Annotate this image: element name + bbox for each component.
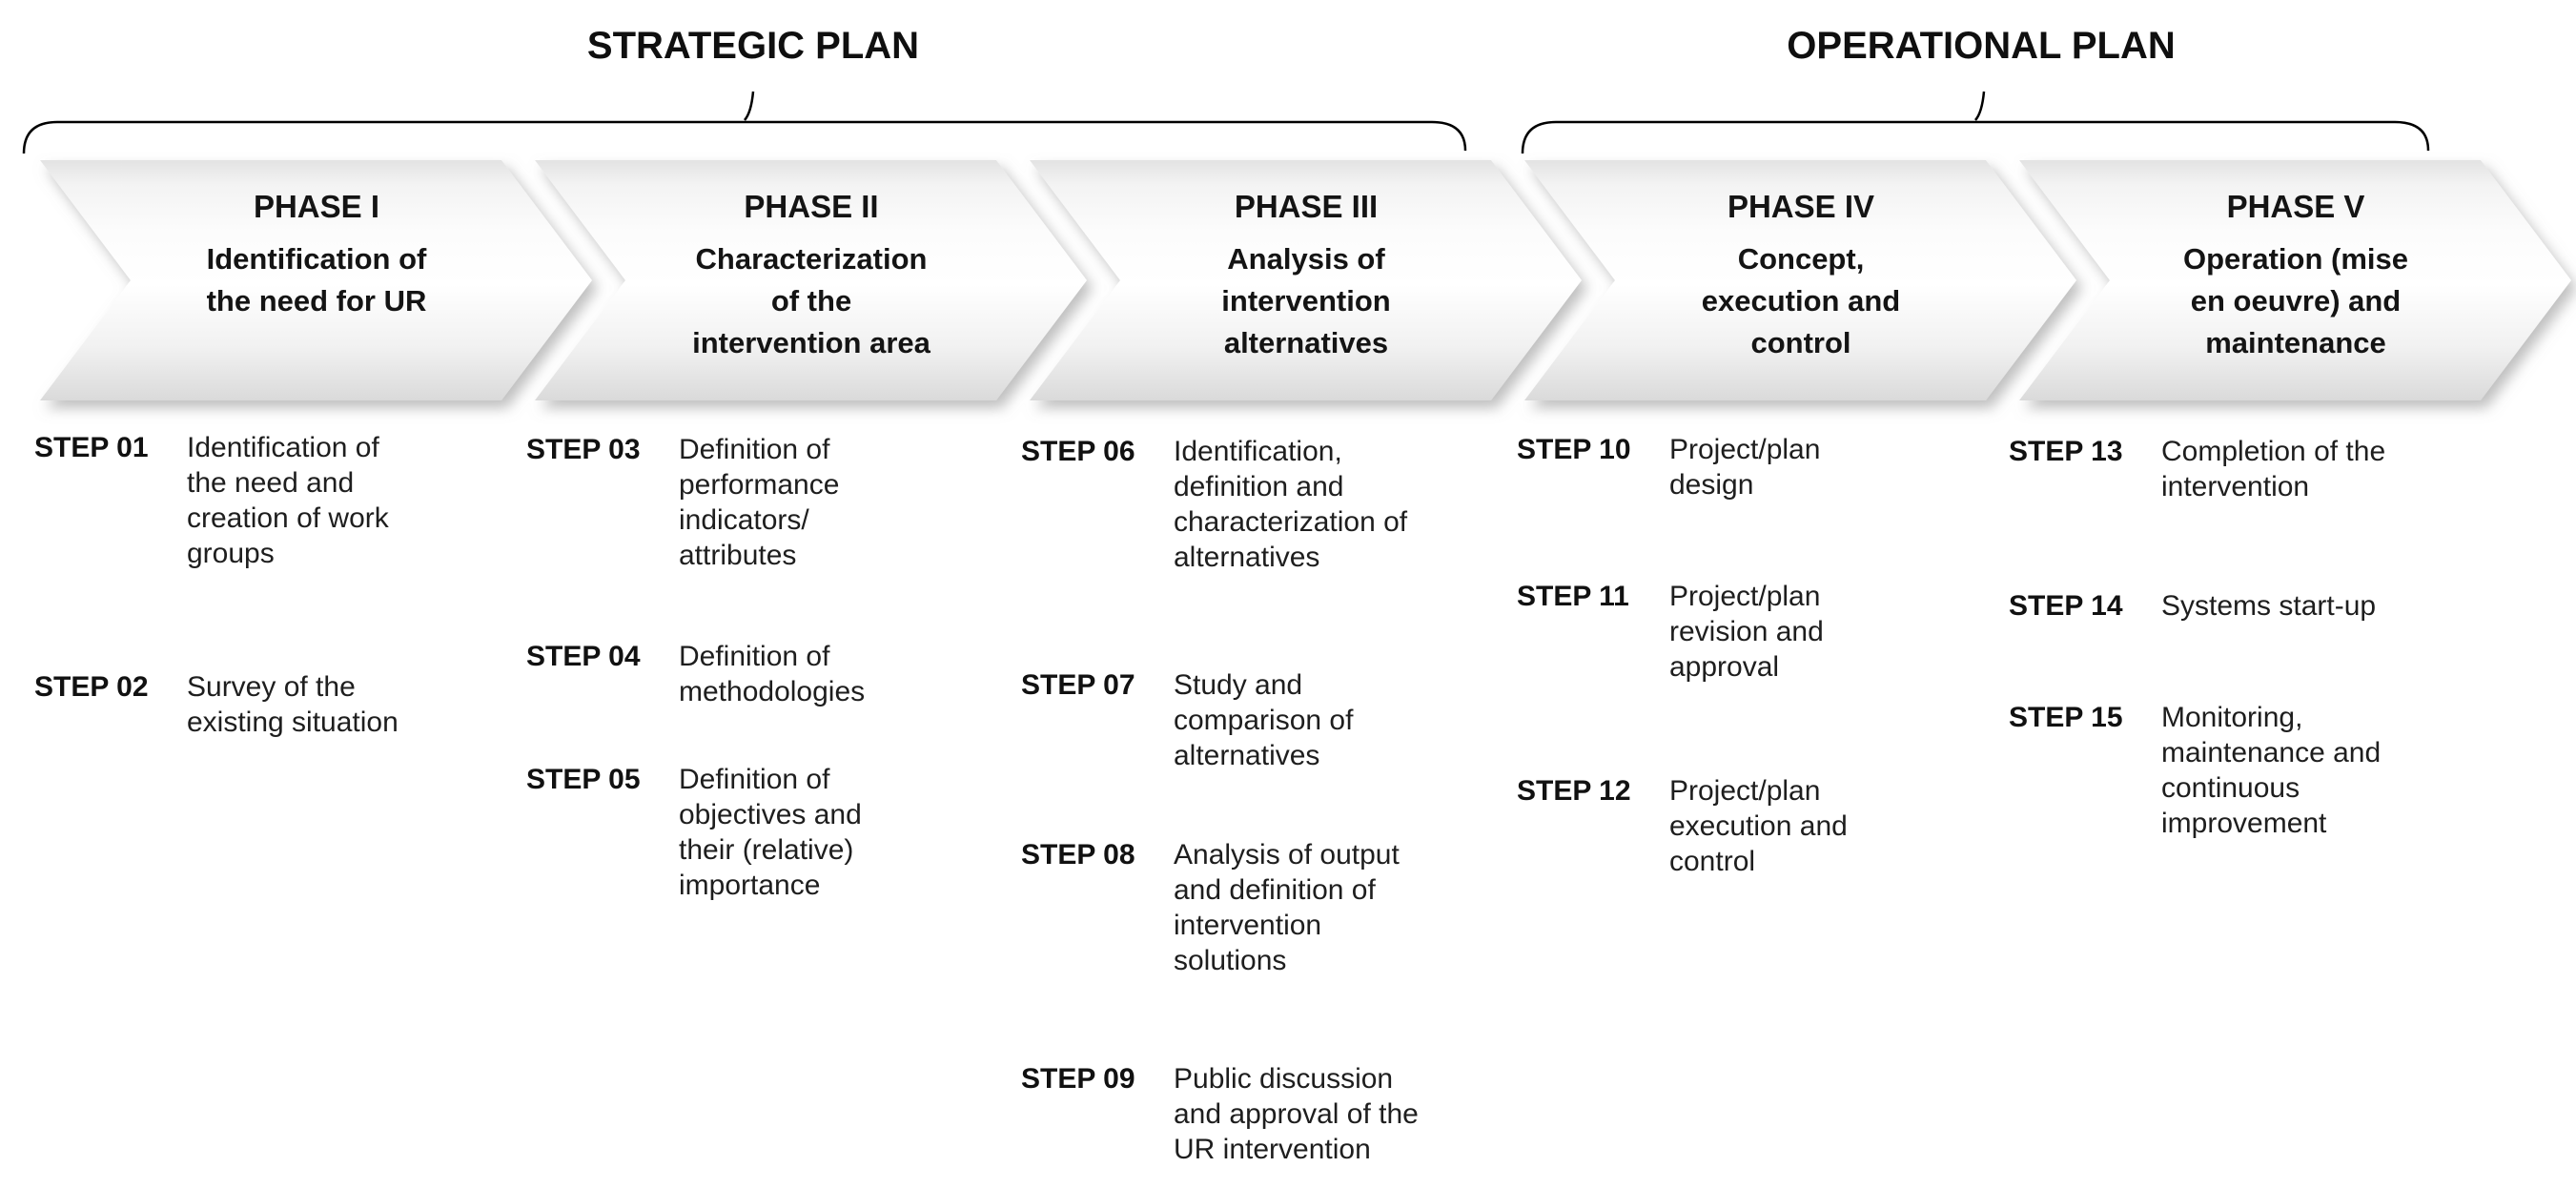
step-01: STEP 01 Identification of the need and c… xyxy=(34,430,487,571)
step-15-description: Monitoring, maintenance and continuous i… xyxy=(2161,702,2382,839)
phase-4: PHASE IV Concept, execution and control xyxy=(1591,160,2011,400)
step-12-label: STEP 12 xyxy=(1517,775,1631,807)
operational-plan-brace xyxy=(1521,91,2430,154)
phase-5-subtitle: Operation (mise en oeuvre) and maintenan… xyxy=(2183,242,2408,359)
step-03: STEP 03 Definition of performance indica… xyxy=(526,432,979,573)
step-06-description: Identification, definition and character… xyxy=(1174,436,1408,573)
phase-3-chevron xyxy=(1030,160,1582,400)
step-08: STEP 08 Analysis of output and definitio… xyxy=(1021,837,1474,978)
phase-2-title: PHASE II xyxy=(744,189,879,224)
step-08-label: STEP 08 xyxy=(1021,839,1135,871)
step-06-label: STEP 06 xyxy=(1021,436,1135,467)
phase-4-subtitle: Concept, execution and control xyxy=(1701,242,1901,359)
phase-2-subtitle: Characterization of the intervention are… xyxy=(692,242,930,359)
phase-3-subtitle: Analysis of intervention alternatives xyxy=(1221,242,1391,359)
step-11: STEP 11 Project/plan revision and approv… xyxy=(1517,579,1970,685)
step-01-label: STEP 01 xyxy=(34,432,149,463)
phase-5-title: PHASE V xyxy=(2226,189,2365,224)
step-06: STEP 06 Identification, definition and c… xyxy=(1021,434,1474,575)
phase-2-chevron xyxy=(535,160,1087,400)
operational-plan-title: OPERATIONAL PLAN xyxy=(1787,25,2176,67)
phase-3: PHASE III Analysis of intervention alter… xyxy=(1096,160,1516,400)
step-05-label: STEP 05 xyxy=(526,764,641,795)
step-11-label: STEP 11 xyxy=(1517,581,1629,612)
step-11-description: Project/plan revision and approval xyxy=(1669,581,1824,683)
step-10: STEP 10 Project/plan design xyxy=(1517,432,1970,502)
step-04-description: Definition of methodologies xyxy=(679,641,866,707)
step-05-description: Definition of objectives and their (rela… xyxy=(679,764,862,901)
phase-4-chevron xyxy=(1524,160,2076,400)
step-14-description: Systems start-up xyxy=(2161,590,2377,622)
step-07-label: STEP 07 xyxy=(1021,669,1135,701)
step-07-description: Study and comparison of alternatives xyxy=(1174,669,1354,771)
strategic-plan-brace xyxy=(22,91,1467,154)
step-14-label: STEP 14 xyxy=(2009,590,2123,622)
phase-5: PHASE V Operation (mise en oeuvre) and m… xyxy=(2086,160,2505,400)
strategic-plan-title: STRATEGIC PLAN xyxy=(586,25,920,67)
step-12: STEP 12 Project/plan execution and contr… xyxy=(1517,773,1970,879)
step-13-description: Completion of the intervention xyxy=(2161,436,2386,502)
step-08-description: Analysis of output and definition of int… xyxy=(1174,839,1400,976)
step-14: STEP 14 Systems start-up xyxy=(2009,588,2462,624)
phase-2: PHASE II Characterization of the interve… xyxy=(602,160,1021,400)
step-02-label: STEP 02 xyxy=(34,671,149,703)
phase-1: PHASE I Identification of the need for U… xyxy=(107,160,526,400)
phase-1-title: PHASE I xyxy=(253,189,380,224)
step-01-description: Identification of the need and creation … xyxy=(187,432,389,569)
phase-1-chevron xyxy=(40,160,592,400)
step-13: STEP 13 Completion of the intervention xyxy=(2009,434,2462,504)
step-02-description: Survey of the existing situation xyxy=(187,671,399,738)
step-15-label: STEP 15 xyxy=(2009,702,2123,733)
step-02: STEP 02 Survey of the existing situation xyxy=(34,669,487,740)
step-10-description: Project/plan design xyxy=(1669,434,1821,501)
step-07: STEP 07 Study and comparison of alternat… xyxy=(1021,667,1474,773)
phase-4-title: PHASE IV xyxy=(1727,189,1875,224)
phase-1-subtitle: Identification of the need for UR xyxy=(206,242,427,317)
step-05: STEP 05 Definition of objectives and the… xyxy=(526,762,979,903)
step-04: STEP 04 Definition of methodologies xyxy=(526,639,979,709)
step-03-label: STEP 03 xyxy=(526,434,641,465)
step-09-description: Public discussion and approval of the UR… xyxy=(1174,1063,1419,1165)
phase-5-chevron xyxy=(2019,160,2571,400)
step-09: STEP 09 Public discussion and approval o… xyxy=(1021,1061,1474,1167)
step-04-label: STEP 04 xyxy=(526,641,641,672)
step-03-description: Definition of performance indicators/ at… xyxy=(679,434,840,571)
step-09-label: STEP 09 xyxy=(1021,1063,1135,1095)
step-12-description: Project/plan execution and control xyxy=(1669,775,1848,877)
step-15: STEP 15 Monitoring, maintenance and cont… xyxy=(2009,700,2462,841)
step-13-label: STEP 13 xyxy=(2009,436,2123,467)
phase-3-title: PHASE III xyxy=(1234,189,1379,224)
step-10-label: STEP 10 xyxy=(1517,434,1631,465)
